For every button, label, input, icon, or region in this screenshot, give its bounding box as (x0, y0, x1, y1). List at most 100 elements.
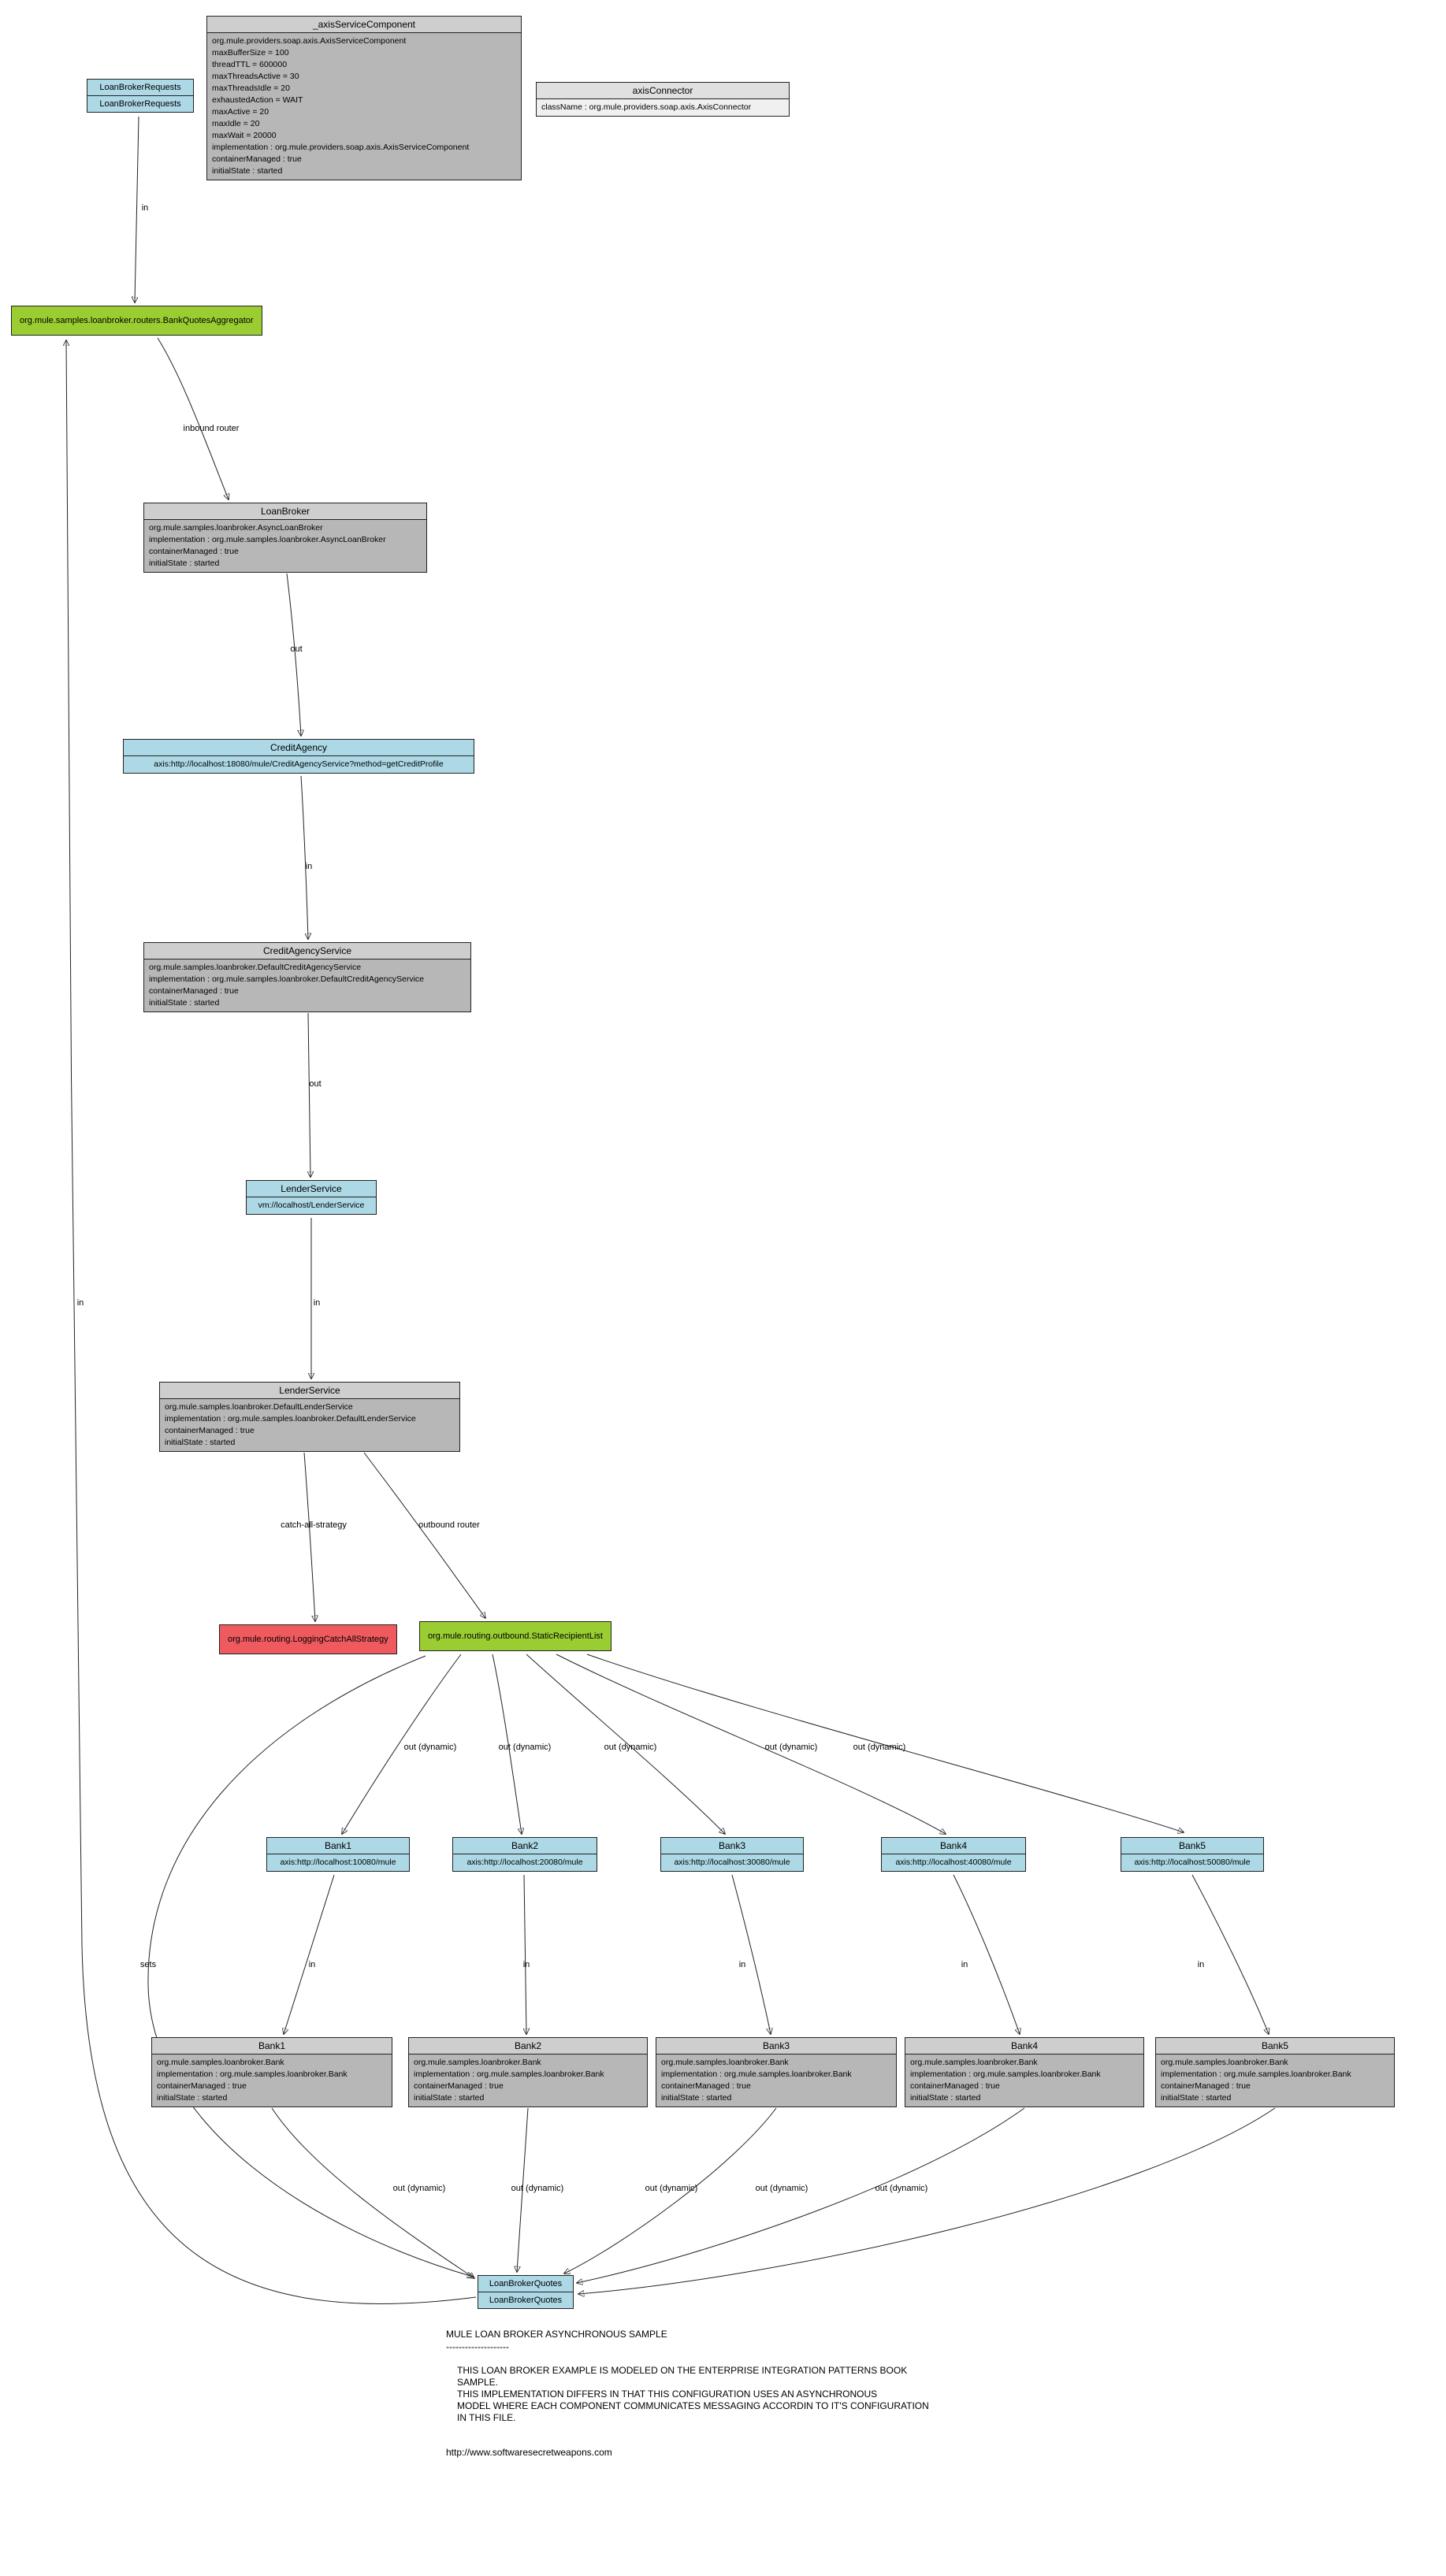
node-title: Bank3 (661, 1838, 803, 1854)
node-line: maxActive = 20 (212, 107, 269, 117)
credit-agency-endpoint-node: CreditAgency axis:http://localhost:18080… (123, 739, 474, 774)
queue-row: LoanBrokerQuotes (478, 2292, 573, 2308)
node-line: maxWait = 20000 (212, 131, 277, 140)
edge-label-in: in (522, 1960, 530, 1969)
edge-quotes-to-aggregator (66, 340, 477, 2305)
edge-label-in: in (308, 1960, 316, 1969)
node-line: containerManaged : true (157, 2081, 247, 2091)
edge-recipientlist-to-bank2 (492, 1654, 522, 1834)
node-title: Bank4 (882, 1838, 1025, 1854)
node-title: LenderService (160, 1383, 459, 1399)
edge-label-out-dynamic: out (dynamic) (755, 2184, 808, 2193)
node-line: org.mule.samples.loanbroker.DefaultCredi… (149, 963, 362, 972)
node-line: initialState : started (149, 998, 220, 1008)
node-line: implementation : org.mule.samples.loanbr… (1161, 2069, 1351, 2079)
bank1-component-node: Bank1 org.mule.samples.loanbroker.Bank i… (151, 2037, 392, 2107)
node-line: exhaustedAction = WAIT (212, 95, 303, 105)
footer-line: SAMPLE. (457, 2377, 499, 2388)
bank2-component-node: Bank2 org.mule.samples.loanbroker.Bank i… (408, 2037, 648, 2107)
edge-creditagency-to-creditagencyservice (300, 775, 308, 939)
edge-label-in: in (313, 1298, 321, 1308)
node-line: axis:http://localhost:18080/mule/CreditA… (154, 759, 444, 769)
node-line: maxIdle = 20 (212, 119, 260, 128)
node-title: CreditAgency (124, 740, 474, 756)
edge-label-out: out (290, 644, 303, 654)
credit-agency-service-node: CreditAgencyService org.mule.samples.loa… (143, 942, 471, 1012)
edge-label-inbound-router: inbound router (183, 424, 240, 433)
edge-label-out-dynamic: out (dynamic) (498, 1743, 552, 1752)
footer-line: THIS LOAN BROKER EXAMPLE IS MODELED ON T… (457, 2365, 908, 2376)
node-line: implementation : org.mule.samples.loanbr… (414, 2069, 604, 2079)
node-line: implementation : org.mule.samples.loanbr… (910, 2069, 1101, 2079)
edge-bank4-to-quotes (577, 2107, 1025, 2283)
edge-bank3endpoint-to-bank3 (731, 1874, 771, 2034)
node-line: className : org.mule.providers.soap.axis… (541, 102, 752, 112)
node-line: implementation : org.mule.providers.soap… (212, 143, 470, 152)
loan-broker-quotes-queue: LoanBrokerQuotes LoanBrokerQuotes (478, 2275, 574, 2309)
lender-service-endpoint-node: LenderService vm://localhost/LenderServi… (246, 1180, 377, 1215)
node-label: org.mule.samples.loanbroker.routers.Bank… (20, 316, 254, 325)
node-line: containerManaged : true (165, 1426, 255, 1435)
edge-label-in: in (1197, 1960, 1205, 1969)
node-line: containerManaged : true (414, 2081, 504, 2091)
edge-bank5-to-quotes (578, 2107, 1276, 2294)
node-line: org.mule.samples.loanbroker.DefaultLende… (165, 1402, 353, 1412)
loan-broker-node: LoanBroker org.mule.samples.loanbroker.A… (143, 503, 427, 573)
edge-label-in: in (961, 1960, 968, 1969)
node-line: initialState : started (661, 2093, 732, 2103)
bank5-component-node: Bank5 org.mule.samples.loanbroker.Bank i… (1155, 2037, 1395, 2107)
edge-label-in: in (76, 1298, 84, 1308)
node-label: org.mule.routing.outbound.StaticRecipien… (428, 1631, 603, 1641)
footer-url-link[interactable]: http://www.softwaresecretweapons.com (446, 2447, 612, 2458)
node-line: implementation : org.mule.samples.loanbr… (661, 2069, 852, 2079)
node-title: LoanBroker (144, 503, 426, 520)
footer-line: IN THIS FILE. (457, 2412, 516, 2423)
edge-bank3-to-quotes (564, 2107, 777, 2273)
node-title: axisConnector (537, 83, 789, 99)
node-line: implementation : org.mule.samples.loanbr… (149, 535, 386, 544)
node-title: CreditAgencyService (144, 943, 470, 960)
node-line: axis:http://localhost:10080/mule (280, 1858, 396, 1867)
queue-row: LoanBrokerRequests (87, 95, 193, 112)
edge-creditagencyservice-to-lenderendpoint (308, 1012, 310, 1177)
node-line: vm://localhost/LenderService (258, 1201, 365, 1210)
bank4-component-node: Bank4 org.mule.samples.loanbroker.Bank i… (905, 2037, 1144, 2107)
edge-lenderservice-to-catchall (303, 1452, 315, 1621)
loan-broker-requests-queue: LoanBrokerRequests LoanBrokerRequests (87, 79, 194, 113)
queue-row: LoanBrokerRequests (99, 83, 181, 92)
node-line: initialState : started (165, 1438, 236, 1447)
edge-bank5endpoint-to-bank5 (1191, 1874, 1269, 2034)
footer-description: THIS LOAN BROKER EXAMPLE IS MODELED ON T… (457, 2365, 929, 2424)
edge-label-out-dynamic: out (dynamic) (645, 2184, 698, 2193)
node-line: org.mule.samples.loanbroker.AsyncLoanBro… (149, 523, 323, 533)
axis-service-component-node: _axisServiceComponent org.mule.providers… (206, 16, 522, 180)
node-title: Bank4 (905, 2038, 1143, 2054)
node-line: implementation : org.mule.samples.loanbr… (157, 2069, 348, 2079)
bank3-component-node: Bank3 org.mule.samples.loanbroker.Bank i… (656, 2037, 897, 2107)
lender-service-node: LenderService org.mule.samples.loanbroke… (159, 1382, 460, 1452)
bank1-endpoint-node: Bank1 axis:http://localhost:10080/mule (266, 1837, 410, 1872)
edge-bank1-to-quotes (271, 2107, 474, 2278)
edge-recipientlist-to-bank4 (556, 1654, 946, 1834)
node-line: axis:http://localhost:50080/mule (1134, 1858, 1251, 1867)
node-title: LenderService (247, 1181, 376, 1197)
edge-loanbroker-to-creditagency (286, 573, 301, 736)
edge-label-out-dynamic: out (dynamic) (403, 1743, 457, 1752)
footer-title: MULE LOAN BROKER ASYNCHRONOUS SAMPLE (446, 2329, 667, 2340)
node-line: org.mule.samples.loanbroker.Bank (1161, 2058, 1288, 2067)
node-line: containerManaged : true (149, 986, 239, 996)
node-label: org.mule.routing.LoggingCatchAllStrategy (228, 1635, 388, 1644)
node-line: org.mule.samples.loanbroker.Bank (414, 2058, 541, 2067)
edge-recipientlist-to-bank5 (586, 1654, 1184, 1832)
node-title: Bank2 (453, 1838, 597, 1854)
node-line: initialState : started (149, 559, 220, 568)
footer-line: THIS IMPLEMENTATION DIFFERS IN THAT THIS… (457, 2389, 878, 2400)
edge-label-out-dynamic: out (dynamic) (875, 2184, 928, 2193)
edge-label-out: out (309, 1079, 322, 1089)
node-title: Bank1 (152, 2038, 392, 2054)
edge-label-out-dynamic: out (dynamic) (853, 1743, 906, 1752)
edge-label-sets: sets (139, 1960, 157, 1969)
edge-bank4endpoint-to-bank4 (953, 1874, 1020, 2034)
bank3-endpoint-node: Bank3 axis:http://localhost:30080/mule (660, 1837, 804, 1872)
